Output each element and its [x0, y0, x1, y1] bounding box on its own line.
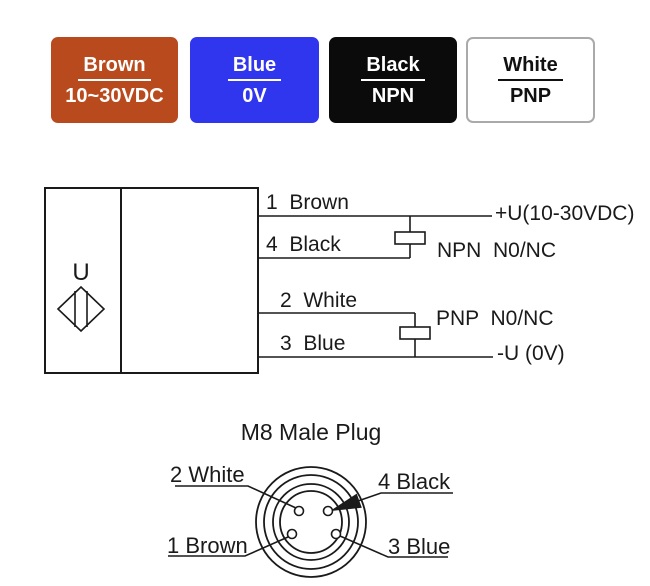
pin-2-leader-line: [175, 485, 297, 509]
positive-rail-label: +U(10-30VDC): [495, 202, 635, 225]
plug-ring: [272, 483, 350, 561]
plug-title: M8 Male Plug: [240, 419, 382, 445]
plug-ring: [255, 466, 367, 578]
pin-3-circle: [330, 528, 342, 540]
legend-value-blue: 0V: [242, 84, 267, 107]
plug-ring: [279, 490, 343, 554]
sensor-diamond-icon: [56, 285, 106, 333]
legend-value-black: NPN: [371, 84, 415, 107]
legend-label-black: Black: [361, 53, 425, 81]
pin-4-leader-line: [357, 492, 453, 502]
legend-label-white: White: [498, 53, 563, 81]
pin-2-circle: [293, 505, 305, 517]
legend-label-blue: Blue: [227, 53, 282, 81]
legend-label-brown: Brown: [78, 53, 151, 81]
legend-box-blue: Blue 0V: [190, 37, 319, 123]
wire-2-white-label: 2 White: [280, 289, 358, 312]
npn-load-resistor: [394, 231, 426, 245]
pin-1-leader-line: [168, 536, 289, 557]
wire-4-black-label: 4 Black: [266, 233, 341, 256]
pnp-output-label: PNP N0/NC: [436, 307, 554, 330]
legend-box-white: White PNP: [466, 37, 595, 123]
pin-3-leader-line: [339, 535, 448, 558]
plug-ring: [263, 474, 359, 570]
legend-box-brown: Brown 10~30VDC: [51, 37, 178, 123]
pnp-load-resistor: [399, 326, 431, 340]
legend-value-brown: 10~30VDC: [65, 84, 164, 107]
plug-pin-3-label: 3 Blue: [388, 534, 451, 559]
wire-3-blue-label: 3 Blue: [280, 332, 346, 355]
plug-pin-1-label: 1 Brown: [167, 533, 248, 558]
plug-pin-4-label: 4 Black: [378, 469, 451, 494]
wire-1-brown-label: 1 Brown: [266, 191, 349, 214]
pin-1-circle: [286, 528, 298, 540]
legend-box-black: Black NPN: [329, 37, 457, 123]
plug-pin-2-label: 2 White: [170, 462, 245, 487]
legend-value-white: PNP: [509, 84, 552, 107]
negative-rail-label: -U (0V): [497, 342, 565, 365]
sensor-body-outline: [44, 187, 259, 374]
sensor-symbol-label: U: [72, 259, 90, 286]
pin-4-circle: [322, 505, 334, 517]
pin-4-arrowhead-icon: [332, 493, 362, 511]
npn-output-label: NPN N0/NC: [437, 239, 557, 262]
